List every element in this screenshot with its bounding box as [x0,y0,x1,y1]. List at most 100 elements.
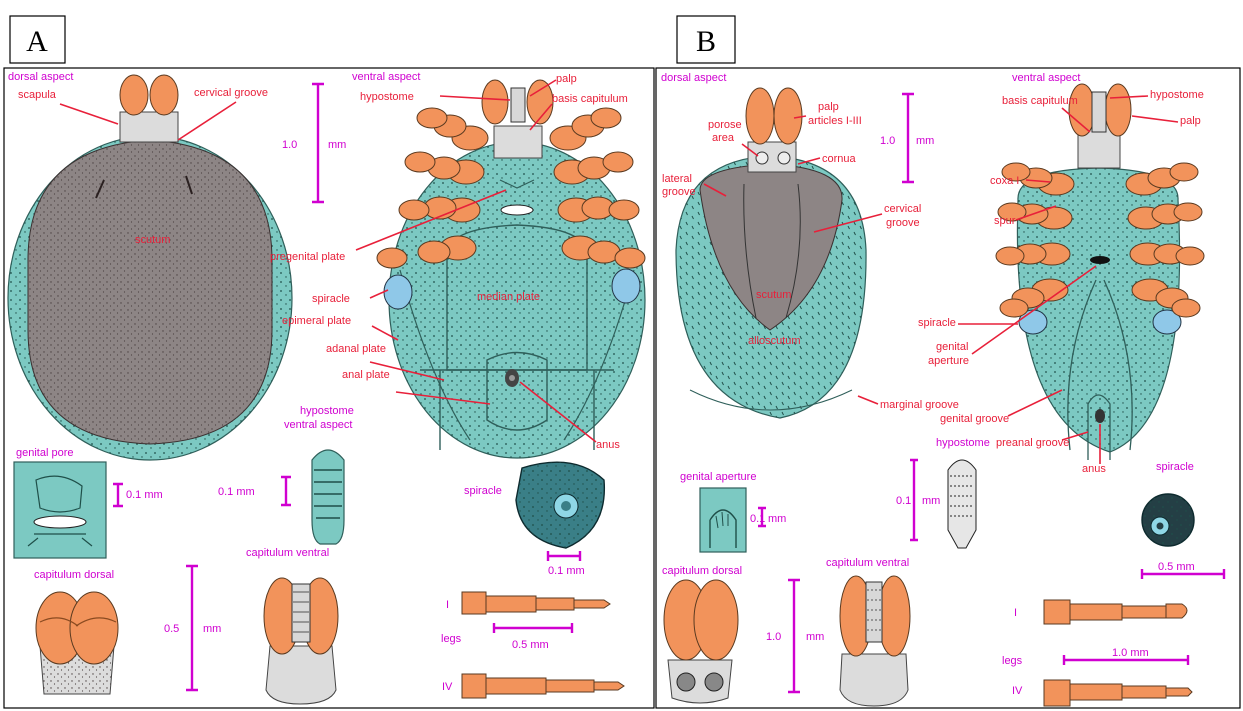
a-pregenital-label: pregenital plate [270,251,345,263]
b-capitulum-scale-value: 1.0 [766,631,781,643]
b-leg-1 [1044,600,1187,624]
b-spur-label: spur [994,215,1016,227]
a-genital-pore-scale: 0.1 mm [126,489,163,501]
b-ventral-view: ventral aspect basis cap [918,72,1204,475]
b-legs-detail: I legs IV 1.0 mm [1002,600,1192,706]
a-cervical-label: cervical groove [194,87,268,99]
a-leg-4-label: IV [442,681,453,693]
a-basis-label: basis capitulum [552,93,628,105]
a-hypostome-detail: hypostome ventral aspect 0.1 mm [218,405,354,544]
a-leg-1 [462,592,610,614]
b-anus-label: anus [1082,463,1106,475]
a-dorsal-basis [120,112,178,142]
a-capitulum-dorsal-palp-right [70,592,118,664]
b-spiracle-label: spiracle [918,317,956,329]
b-palp-label: palp [1180,115,1201,127]
b-lateral-groove-label-2: groove [662,186,696,198]
b-genital-aperture-scale: 0.1 [750,513,765,525]
a-dorsal-title: dorsal aspect [8,71,73,83]
panel-b-letter: B [696,25,716,58]
b-leg-4-label: IV [1012,685,1023,697]
a-capitulum-ventral-title: capitulum ventral [246,547,329,559]
b-preanal-groove-label: preanal groove [996,437,1069,449]
b-genital-aperture-unit: mm [768,513,786,525]
a-ventral-basis [494,126,542,158]
b-leg-4 [1044,680,1192,706]
a-genital-pore-title: genital pore [16,447,74,459]
a-capitulum-dorsal-title: capitulum dorsal [34,569,114,581]
a-leg-4 [462,674,624,698]
a-spiracle-detail-title: spiracle [464,485,502,497]
b-palp-articles-label-1: palp [818,101,839,113]
a-cervical-pointer [178,102,236,140]
b-porose-label-2: area [712,132,735,144]
b-hypostome-unit: mm [922,495,940,507]
b-lateral-groove-label-1: lateral [662,173,692,185]
b-dorsal-scale: 1.0 [880,135,895,147]
panel-a-letter: A [26,25,48,58]
a-palp-label: palp [556,73,577,85]
a-spiracle-detail: spiracle 0.1 mm [464,462,604,577]
b-genital-aperture-label-1: genital [936,341,968,353]
b-coxa-label: coxa I [990,175,1019,187]
a-dorsal-unit: mm [328,139,346,151]
a-capitulum-views: capitulum dorsal 0.5 mm capitulum ventra… [34,547,338,704]
b-spiracle-scale: 0.5 mm [1158,561,1195,573]
a-dorsal-view: dorsal aspect scutum scapula cervical gr… [8,71,346,460]
b-capitulum-dorsal-title: capitulum dorsal [662,565,742,577]
a-dorsal-scale: 1.0 [282,139,297,151]
b-dorsal-view: dorsal aspect scutum alloscutum porose a… [661,72,959,418]
a-hypostome-detail-subtitle: ventral aspect [284,419,352,431]
b-capitulum-views: capitulum dorsal 1.0 mm capitulum ventra… [662,557,910,706]
a-median-label: median plate [477,291,540,303]
b-legs-title: legs [1002,655,1023,667]
b-dorsal-unit: mm [916,135,934,147]
b-genital-aperture-detail: genital aperture 0.1 mm [680,471,786,552]
b-porose-label-1: porose [708,119,742,131]
a-spiracle-scale: 0.1 mm [548,565,585,577]
a-capitulum-scale-value: 0.5 [164,623,179,635]
a-hypostome-detail-title: hypostome [300,405,354,417]
a-adanal-label: adanal plate [326,343,386,355]
b-dorsal-title: dorsal aspect [661,72,726,84]
a-hypostome-label: hypostome [360,91,414,103]
b-hypostome-detail: hypostome 0.1 mm [896,437,990,548]
a-dorsal-palp-left [120,75,148,115]
a-ventral-view: ventral aspect [270,71,645,458]
a-legs-title: legs [441,633,462,645]
b-spiracle-detail-title: spiracle [1156,461,1194,473]
b-cervical-groove-label-2: groove [886,217,920,229]
a-legs-scale: 0.5 mm [512,639,549,651]
panel-b: B dorsal aspect scutum alloscutum porose… [656,16,1240,708]
a-scutum-label: scutum [135,234,170,246]
b-hypostome-label: hypostome [1150,89,1204,101]
b-scutum-label: scutum [756,289,791,301]
a-scapula-pointer [60,104,118,124]
b-marginal-groove-label: marginal groove [880,399,959,411]
a-spiracle-label: spiracle [312,293,350,305]
a-genital-pore-detail: genital pore 0.1 mm [14,447,163,558]
b-cornua-label: cornua [822,153,857,165]
b-basis-label: basis capitulum [1002,95,1078,107]
b-cervical-groove-label-1: cervical [884,203,921,215]
a-capitulum-scale-unit: mm [203,623,221,635]
b-genital-groove-label: genital groove [940,413,1009,425]
a-anus-label: anus [596,439,620,451]
b-hypostome-scale: 0.1 [896,495,911,507]
a-dorsal-scalebar [312,84,324,202]
b-legs-scale: 1.0 mm [1112,647,1149,659]
b-genital-aperture-label-2: aperture [928,355,969,367]
b-alloscutum-label: alloscutum [748,335,801,347]
b-capitulum-ventral-title: capitulum ventral [826,557,909,569]
b-ventral-title: ventral aspect [1012,72,1080,84]
b-palp-articles-label-2: articles I-III [808,115,862,127]
b-genital-aperture-title: genital aperture [680,471,756,483]
a-anal-label: anal plate [342,369,390,381]
a-scapula-label: scapula [18,89,57,101]
b-capitulum-scale-unit: mm [806,631,824,643]
a-ventral-title: ventral aspect [352,71,420,83]
a-hypostome-scale: 0.1 mm [218,486,255,498]
a-leg-1-label: I [446,599,449,611]
